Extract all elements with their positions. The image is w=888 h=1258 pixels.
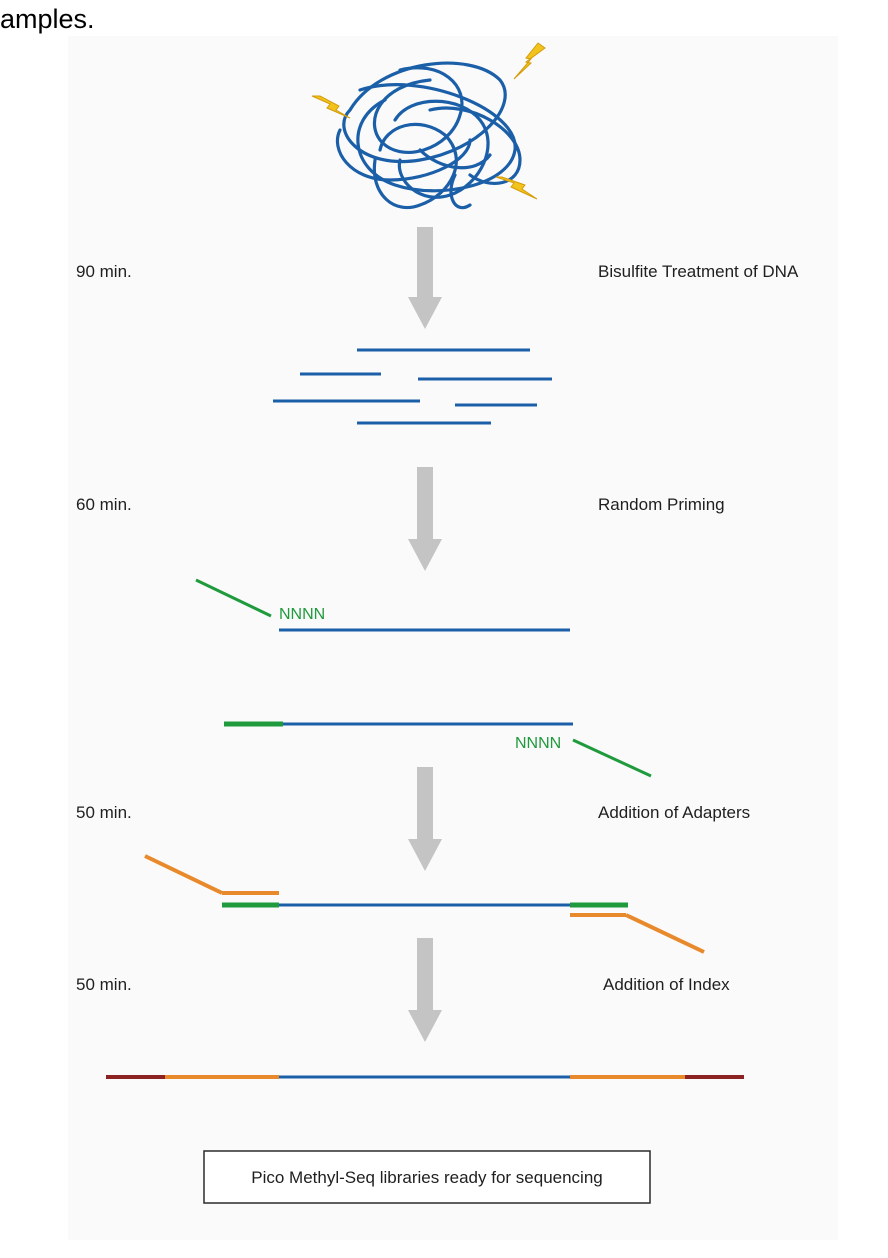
final-status-box: Pico Methyl-Seq libraries ready for sequ… — [203, 1150, 651, 1204]
tangled-dna-icon — [335, 61, 522, 210]
header-fragment: amples. — [0, 4, 95, 34]
step3-time: 50 min. — [76, 803, 132, 822]
step1-label: Bisulfite Treatment of DNA — [598, 262, 799, 281]
step2-label: Random Priming — [598, 495, 725, 514]
lightning-bolt-icon — [311, 42, 546, 200]
down-arrow-4 — [408, 938, 442, 1042]
step3-label: Addition of Adapters — [598, 803, 750, 822]
nnnn-label-top: NNNN — [279, 606, 325, 623]
step4-label: Addition of Index — [603, 975, 730, 994]
down-arrow-2 — [408, 467, 442, 571]
step4-time: 50 min. — [76, 975, 132, 994]
step1-time: 90 min. — [76, 262, 132, 281]
final-status-text: Pico Methyl-Seq libraries ready for sequ… — [251, 1168, 603, 1187]
dna-fragments — [273, 348, 552, 425]
random-primer-top: NNNN — [195, 578, 570, 632]
down-arrow-1 — [408, 227, 442, 329]
diagram-panel — [68, 36, 838, 1240]
random-primer-bottom: NNNN — [224, 721, 652, 778]
nnnn-label-bottom: NNNN — [515, 735, 561, 752]
down-arrow-3 — [408, 767, 442, 871]
step2-time: 60 min. — [76, 495, 132, 514]
adapter-construct — [144, 854, 705, 954]
step-arrows — [408, 227, 442, 1042]
